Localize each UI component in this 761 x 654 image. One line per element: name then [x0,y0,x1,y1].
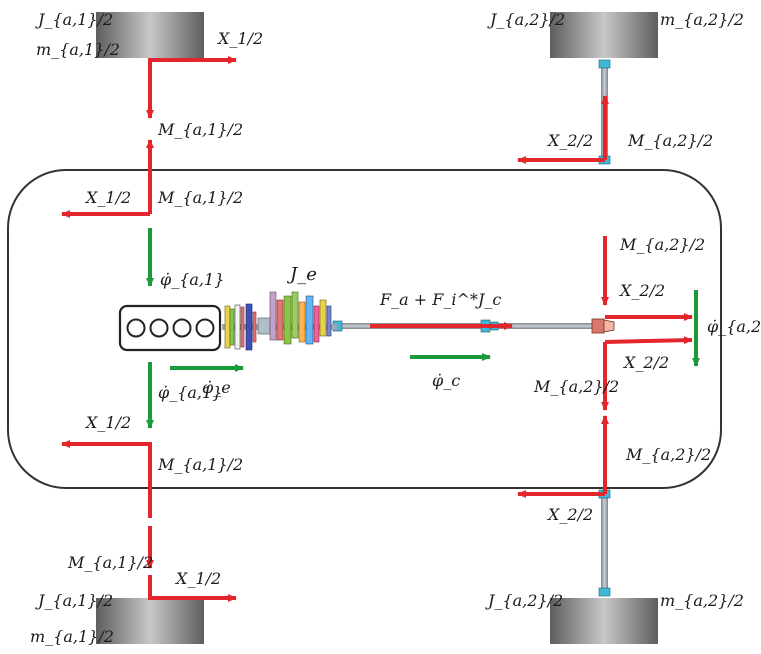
label-j-c: J_c [475,290,501,309]
wheel-front-right [550,12,658,58]
label-j-a2-top: J_{a,2}/2 [487,10,565,29]
wheel-rear-right [550,598,658,644]
label-x1-bottom: X_1/2 [174,569,221,588]
label-m-a2-bottom: m_{a,2}/2 [660,591,744,610]
label-ma1-upper-in: M_{a,1}/2 [157,188,243,207]
wheel-front-left [96,12,204,58]
cylinder-1 [126,318,146,338]
label-x2-in-lower: X_2/2 [622,353,669,372]
label-ma2-in-lower: M_{a,2}/2 [533,377,619,396]
wheel-rear-left [96,598,204,644]
label-phi-a2: φ̇_{a,2} [707,317,761,336]
cylinder-3 [172,318,192,338]
label-ma1-upper-out: M_{a,1}/2 [157,120,243,139]
label-ma2-out-lower: M_{a,2}/2 [625,445,711,464]
label-x2-bottom-out: X_2/2 [546,505,593,524]
arrow-x1-top [148,56,237,105]
label-ma1-lower-out: M_{a,1}/2 [67,553,153,572]
labels: J_{a,1}/2 m_{a,1}/2 X_1/2 M_{a,1}/2 X_1/… [30,10,761,646]
arrow-x2-in-lower [604,336,693,345]
arrow-x1-bottom [148,575,237,602]
label-phi-e: φ̇_e [202,378,231,397]
label-x2-in-upper: X_2/2 [618,281,665,300]
joint-rb-2 [598,587,611,597]
half-shaft-right-bottom [601,494,608,594]
label-ma1-lower-in: M_{a,1}/2 [157,455,243,474]
cylinder-2 [149,318,169,338]
label-ma2-in-upper: M_{a,2}/2 [619,235,705,254]
label-phi-c: φ̇_c [432,371,460,390]
force-arrows [61,56,693,602]
differential-left [591,318,605,334]
label-x1-lower-in: X_1/2 [84,413,131,432]
speed-arrows [146,228,700,429]
label-j-a2-bottom: J_{a,2}/2 [485,591,563,610]
label-x1-upper-in: X_1/2 [84,188,131,207]
differential-right [603,319,615,333]
label-m-a2-top: m_{a,2}/2 [660,10,744,29]
label-m-a1-top: m_{a,1}/2 [36,40,120,59]
arrow-x1-lower-in [61,440,152,448]
joint-rt-1 [598,59,611,69]
cylinder-4 [195,318,215,338]
label-j-e: J_e [286,264,317,285]
label-m-a1-bottom: m_{a,1}/2 [30,627,114,646]
clutch-gearbox [222,291,337,351]
label-x1-top: X_1/2 [216,29,263,48]
label-j-a1-top: J_{a,1}/2 [35,10,113,29]
label-ma2-top-out: M_{a,2}/2 [627,131,713,150]
label-x2-top-out: X_2/2 [546,131,593,150]
label-phi-a1-lower: φ̇_{a,1} [158,383,222,402]
engine-block [118,304,222,352]
label-phi-a1-upper: φ̇_{a,1} [160,270,224,289]
label-f-sum: F_a + F_i^* [379,290,478,309]
label-j-a1-bottom: J_{a,1}/2 [35,591,113,610]
vehicle-body [7,169,722,489]
